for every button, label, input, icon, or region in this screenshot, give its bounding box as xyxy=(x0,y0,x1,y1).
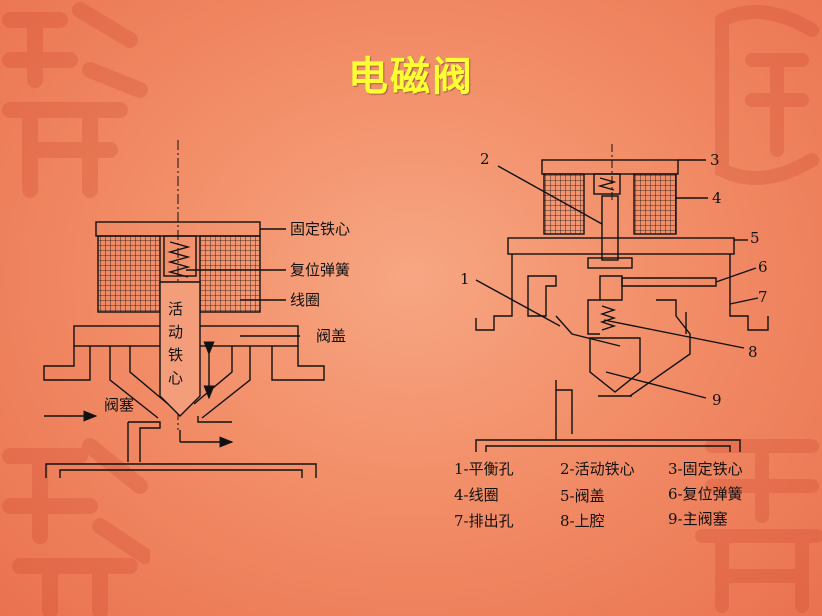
label-moving-core-1: 活 xyxy=(168,300,183,318)
legend-item-8: 8-上腔 xyxy=(560,512,605,530)
callout-8: 8 xyxy=(748,343,758,361)
legend-item-2: 2-活动铁心 xyxy=(560,460,635,478)
legend-item-5: 5-阀盖 xyxy=(560,487,605,505)
label-spring: 复位弹簧 xyxy=(290,261,350,279)
callout-3: 3 xyxy=(710,151,720,169)
label-valve-plug: 阀塞 xyxy=(104,396,134,414)
legend-item-3: 3-固定铁心 xyxy=(668,460,743,478)
callout-6: 6 xyxy=(758,258,768,276)
slide-title: 电磁阀 xyxy=(348,53,474,100)
legend-item-9: 9-主阀塞 xyxy=(668,510,728,528)
callout-5: 5 xyxy=(750,229,760,247)
legend-item-7: 7-排出孔 xyxy=(454,512,514,530)
right-legend: 1-平衡孔 2-活动铁心 3-固定铁心 4-线圈 5-阀盖 6-复位弹簧 7-排… xyxy=(454,460,743,530)
callout-1: 1 xyxy=(460,270,470,288)
decorative-seal-bottom-left xyxy=(2,438,150,616)
callout-2: 2 xyxy=(480,150,490,168)
label-moving-core-2: 动 xyxy=(168,323,183,341)
label-valve-cover: 阀盖 xyxy=(316,327,346,345)
legend-item-1: 1-平衡孔 xyxy=(454,460,514,478)
callout-7: 7 xyxy=(758,288,768,306)
legend-item-6: 6-复位弹簧 xyxy=(668,485,743,503)
label-fixed-core: 固定铁心 xyxy=(290,220,350,238)
callout-4: 4 xyxy=(712,189,722,207)
left-solenoid-diagram xyxy=(43,140,325,478)
left-labels: 固定铁心 复位弹簧 线圈 阀盖 阀塞 活 动 铁 心 xyxy=(104,220,350,414)
decorative-seal-top-left xyxy=(2,2,148,198)
label-moving-core-4: 心 xyxy=(168,369,183,387)
label-moving-core-3: 铁 xyxy=(168,346,183,364)
right-callout-numbers: 2 3 4 5 6 7 1 8 9 xyxy=(460,150,768,409)
decorative-seal-top-right xyxy=(715,5,819,185)
legend-item-4: 4-线圈 xyxy=(454,486,499,504)
label-coil: 线圈 xyxy=(290,291,320,309)
decorative-seal-bottom-right xyxy=(695,439,822,613)
right-solenoid-diagram xyxy=(475,144,769,452)
callout-9: 9 xyxy=(712,391,722,409)
